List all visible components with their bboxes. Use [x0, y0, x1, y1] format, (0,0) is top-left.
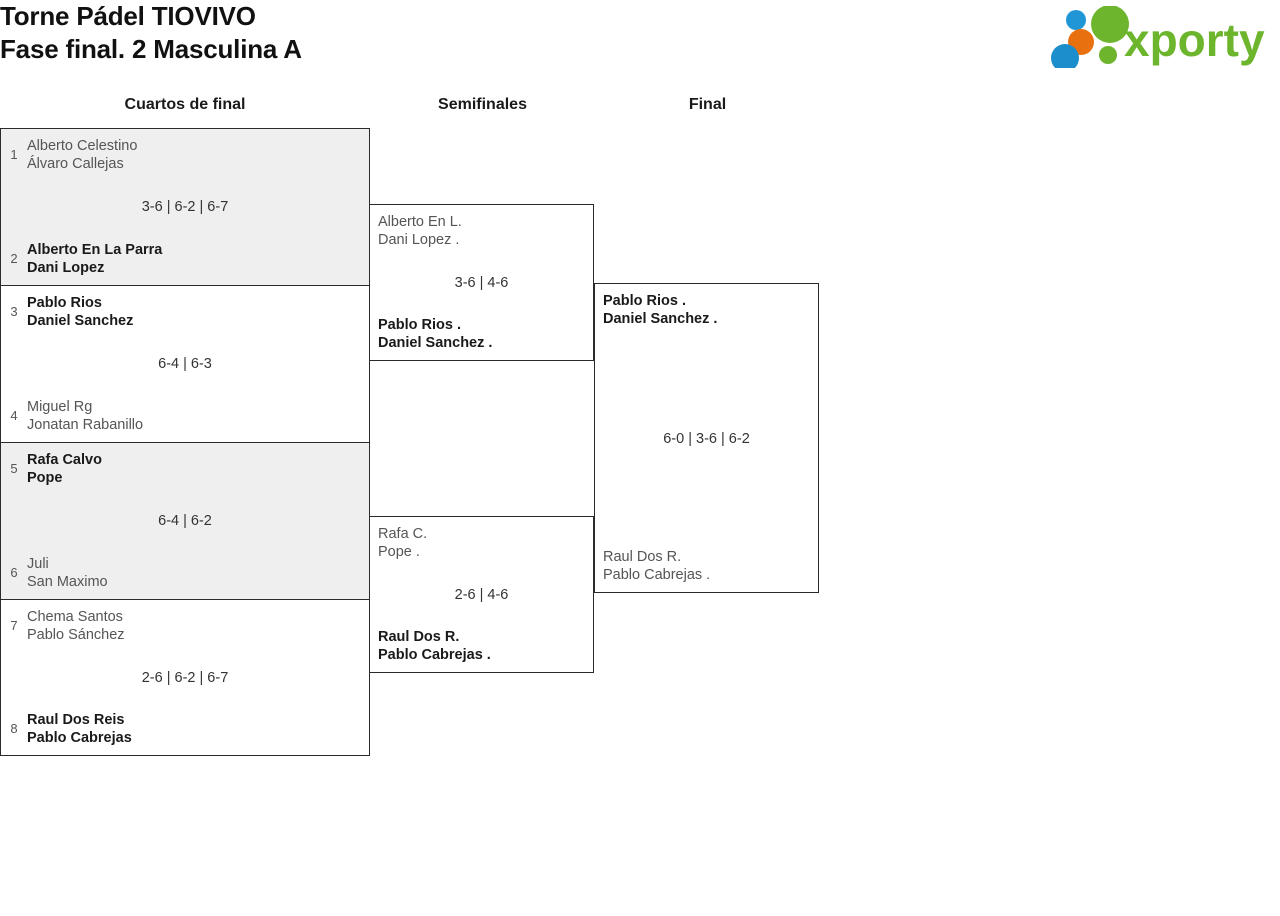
competitor-slot[interactable]: Pablo Rios . Daniel Sanchez . — [370, 316, 593, 352]
player-name: Dani Lopez . — [378, 232, 460, 248]
competitor-slot[interactable]: 4 Miguel Rg Jonatan Rabanillo — [1, 398, 369, 434]
competitor-slot[interactable]: Pablo Rios . Daniel Sanchez . — [595, 292, 818, 328]
player-names: Pablo Rios . Daniel Sanchez . — [595, 292, 818, 328]
seed-number: 8 — [10, 721, 18, 736]
tournament-name: Torne Pádel TIOVIVO — [0, 1, 256, 31]
match-semifinal-1[interactable]: Alberto En L. Dani Lopez . 3-6 | 4-6 Pab… — [369, 204, 594, 361]
tournament-phase: Fase final. 2 Masculina A — [0, 34, 302, 64]
player-names: Rafa Calvo Pope — [27, 451, 369, 487]
player-name: Pope . — [378, 544, 420, 560]
player-name: Raul Dos Reis — [27, 712, 125, 728]
player-name: Daniel Sanchez . — [603, 311, 718, 327]
player-name: Pope — [27, 470, 63, 486]
player-names: Raul Dos Reis Pablo Cabrejas — [27, 711, 369, 747]
competitor-slot[interactable]: 3 Pablo Rios Daniel Sanchez — [1, 294, 369, 330]
match-score: 6-0 | 3-6 | 6-2 — [663, 431, 750, 447]
player-name: Chema Santos — [27, 609, 123, 625]
player-name: Dani Lopez — [27, 260, 105, 276]
column-header-semifinals: Semifinales — [438, 96, 527, 113]
player-name: Juli — [27, 556, 49, 572]
match-quarterfinal-2[interactable]: 3 Pablo Rios Daniel Sanchez 6-4 | 6-3 4 … — [0, 285, 370, 442]
player-name: Rafa Calvo — [27, 452, 102, 468]
match-score: 3-6 | 6-2 | 6-7 — [141, 199, 229, 215]
player-names: Miguel Rg Jonatan Rabanillo — [27, 398, 369, 434]
match-quarterfinal-4[interactable]: 7 Chema Santos Pablo Sánchez 2-6 | 6-2 |… — [0, 599, 370, 756]
player-name: Álvaro Callejas — [27, 156, 124, 172]
player-name: Pablo Cabrejas . — [603, 567, 711, 583]
seed-number: 1 — [10, 147, 18, 162]
competitor-slot[interactable]: 1 Alberto Celestino Álvaro Callejas — [1, 137, 369, 173]
column-header-final: Final — [688, 96, 727, 113]
competitor-slot[interactable]: Rafa C. Pope . — [370, 525, 593, 561]
competitor-slot[interactable]: 2 Alberto En La Parra Dani Lopez — [1, 241, 369, 277]
player-name: Pablo Rios . — [378, 317, 461, 333]
competitor-slot[interactable]: 7 Chema Santos Pablo Sánchez — [1, 608, 369, 644]
player-names: Juli San Maximo — [27, 555, 369, 591]
player-names: Alberto Celestino Álvaro Callejas — [27, 137, 369, 173]
match-final[interactable]: Pablo Rios . Daniel Sanchez . 6-0 | 3-6 … — [594, 283, 819, 593]
match-score: 2-6 | 6-2 | 6-7 — [141, 670, 229, 686]
player-name: Daniel Sanchez — [27, 313, 134, 329]
player-name: Pablo Sánchez — [27, 627, 125, 643]
match-semifinal-2[interactable]: Rafa C. Pope . 2-6 | 4-6 Raul Dos R. Pab… — [369, 516, 594, 673]
seed-number: 4 — [10, 408, 18, 423]
competitor-slot[interactable]: 6 Juli San Maximo — [1, 555, 369, 591]
competitor-slot[interactable]: Raul Dos R. Pablo Cabrejas . — [595, 548, 818, 584]
player-name: Pablo Cabrejas — [27, 730, 132, 746]
player-names: Pablo Rios . Daniel Sanchez . — [370, 316, 593, 352]
player-name: Pablo Rios — [27, 295, 102, 311]
seed-number: 5 — [10, 461, 18, 476]
player-name: Alberto En L. — [378, 214, 462, 230]
player-names: Pablo Rios Daniel Sanchez — [27, 294, 369, 330]
competitor-slot[interactable]: 8 Raul Dos Reis Pablo Cabrejas — [1, 711, 369, 747]
player-names: Rafa C. Pope . — [370, 525, 593, 561]
player-name: San Maximo — [27, 574, 108, 590]
player-names: Raul Dos R. Pablo Cabrejas . — [370, 628, 593, 664]
player-name: Raul Dos R. — [603, 549, 682, 565]
seed-number: 7 — [10, 618, 18, 633]
xporty-logo: xporty — [1044, 6, 1274, 68]
seed-number: 6 — [10, 565, 18, 580]
match-score: 3-6 | 4-6 — [454, 275, 509, 291]
competitor-slot[interactable]: Raul Dos R. Pablo Cabrejas . — [370, 628, 593, 664]
page-title: Torne Pádel TIOVIVO Fase final. 2 Mascul… — [0, 0, 302, 66]
match-quarterfinal-3[interactable]: 5 Rafa Calvo Pope 6-4 | 6-2 6 Juli San M… — [0, 442, 370, 599]
logo-wordmark: xporty — [1124, 14, 1265, 66]
player-name: Pablo Rios . — [603, 293, 686, 309]
seed-number: 2 — [10, 251, 18, 266]
player-name: Alberto Celestino — [27, 138, 138, 154]
column-header-quarterfinals: Cuartos de final — [124, 96, 246, 113]
player-name: Daniel Sanchez . — [378, 335, 493, 351]
match-quarterfinal-1[interactable]: 1 Alberto Celestino Álvaro Callejas 3-6 … — [0, 128, 370, 285]
player-names: Raul Dos R. Pablo Cabrejas . — [595, 548, 818, 584]
player-name: Pablo Cabrejas . — [378, 647, 491, 663]
competitor-slot[interactable]: 5 Rafa Calvo Pope — [1, 451, 369, 487]
player-names: Alberto En La Parra Dani Lopez — [27, 241, 369, 277]
seed-number: 3 — [10, 304, 18, 319]
player-name: Miguel Rg — [27, 399, 93, 415]
match-score: 6-4 | 6-2 — [158, 513, 212, 529]
logo-dots-icon — [1051, 6, 1129, 68]
player-name: Jonatan Rabanillo — [27, 417, 144, 433]
player-names: Alberto En L. Dani Lopez . — [370, 213, 593, 249]
player-names: Chema Santos Pablo Sánchez — [27, 608, 369, 644]
player-name: Raul Dos R. — [378, 629, 460, 645]
player-name: Rafa C. — [378, 526, 428, 542]
match-score: 6-4 | 6-3 — [158, 356, 212, 372]
player-name: Alberto En La Parra — [27, 242, 163, 258]
match-score: 2-6 | 4-6 — [454, 587, 509, 603]
competitor-slot[interactable]: Alberto En L. Dani Lopez . — [370, 213, 593, 249]
